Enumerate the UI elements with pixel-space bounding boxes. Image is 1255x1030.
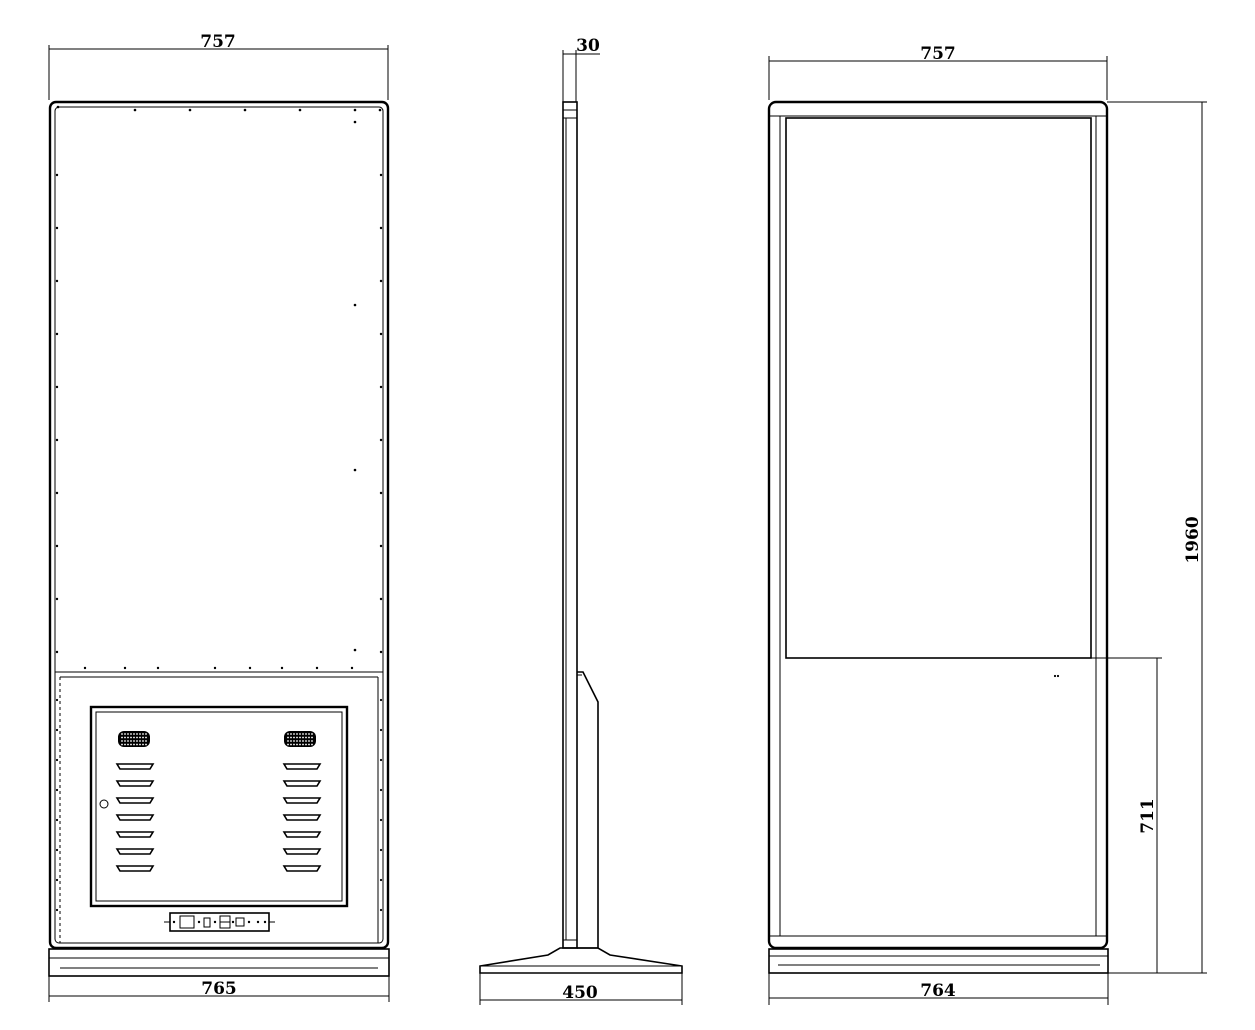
- front-height-dimension: 1960: [1107, 101, 1207, 974]
- front-top-width-label: 757: [920, 44, 956, 64]
- back-speaker-grill-right: [284, 731, 316, 747]
- back-access-door: [89, 705, 349, 908]
- front-bottom-dimension: 764: [768, 973, 1109, 1005]
- side-view: 30 450: [479, 36, 683, 1005]
- front-cabinet-outer: [767, 100, 1109, 950]
- front-lower-height-dimension: 711: [1091, 657, 1162, 973]
- back-screw-dots: [55, 105, 383, 912]
- back-view: 757: [48, 32, 390, 1002]
- side-top-dimension: 30: [562, 36, 600, 102]
- front-top-dimension: 757: [768, 44, 1108, 100]
- side-bottom-dimension: 450: [479, 973, 683, 1005]
- front-bottom-width-label: 764: [920, 981, 956, 1001]
- front-screen: [785, 117, 1092, 659]
- back-port-panel: [164, 912, 275, 932]
- back-speaker-grill-left: [118, 731, 150, 747]
- back-vent-slots: [115, 763, 322, 872]
- back-base: [48, 948, 390, 977]
- back-bottom-dimension: 765: [48, 976, 390, 1002]
- front-lower-height-label: 711: [1138, 798, 1158, 834]
- back-cabinet-outer: [48, 100, 390, 950]
- back-cabinet-inner: [54, 106, 384, 944]
- back-top-width-label: 757: [200, 32, 236, 52]
- front-view: 757 764 1960: [767, 44, 1207, 1005]
- side-base-width-label: 450: [562, 983, 598, 1003]
- front-base: [768, 948, 1109, 974]
- back-bottom-width-label: 765: [201, 979, 237, 999]
- side-depth-label: 30: [576, 36, 600, 56]
- front-height-label: 1960: [1183, 516, 1203, 563]
- back-top-dimension: 757: [48, 32, 389, 100]
- side-base-foot: [479, 947, 683, 974]
